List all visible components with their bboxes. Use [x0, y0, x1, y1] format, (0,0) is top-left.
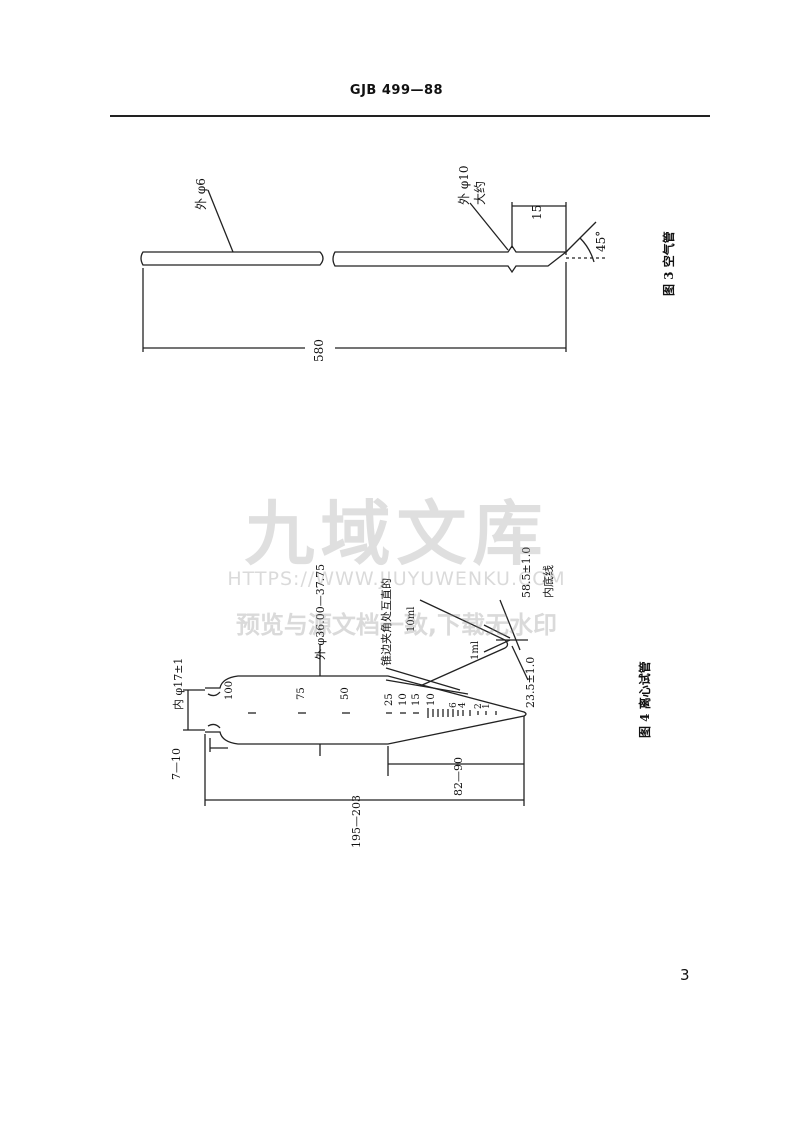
- watermark-url: HTTPS://WWW.JIUYUWENKU.COM: [227, 568, 566, 590]
- dimension-23-5: 23.5±1.0: [524, 656, 537, 708]
- dimension-7-10: 7—10: [170, 748, 183, 780]
- watermark-notice: 预览与源文档一致,下载无水印: [235, 611, 558, 639]
- graduation-label: 4: [458, 702, 468, 708]
- dimension-inner-d17: 内 φ17±1: [172, 657, 185, 710]
- graduation-label: 25: [384, 693, 395, 706]
- label-1ml: 1ml: [470, 640, 481, 660]
- dimension-82-90: 82—90: [452, 757, 465, 796]
- graduation-label: 15: [411, 693, 422, 706]
- page-number: 3: [680, 966, 690, 984]
- graduation-label: 1: [482, 703, 492, 709]
- watermark-title: 九域文库: [244, 493, 549, 575]
- dimension-195-203: 195—203: [350, 795, 363, 848]
- graduation-label: 10: [426, 693, 437, 706]
- graduation-label: 50: [340, 687, 351, 700]
- standard-number-header: GJB 499—88: [349, 83, 444, 98]
- graduation-label: 10: [398, 693, 409, 706]
- figure4-caption: 图 4 离心试管: [638, 661, 652, 738]
- header-rule: [110, 115, 710, 117]
- graduation-label: 75: [296, 687, 307, 700]
- graduation-label: 100: [224, 680, 235, 700]
